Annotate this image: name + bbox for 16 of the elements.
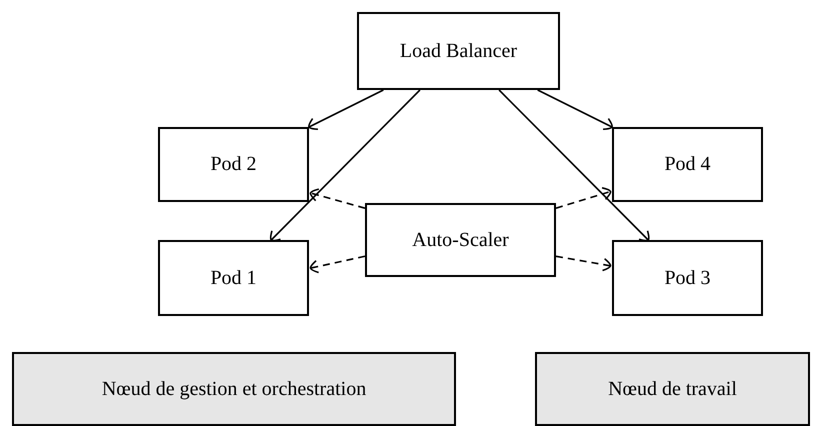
node-label: Pod 3 — [664, 266, 711, 290]
process-box — [357, 12, 560, 90]
node-label: Auto-Scaler — [412, 228, 509, 252]
legend-box — [535, 352, 810, 426]
process-box — [158, 240, 309, 316]
node-label: Nœud de travail — [608, 378, 737, 400]
process-box — [612, 240, 763, 316]
process-box — [365, 203, 556, 277]
node-label: Pod 2 — [210, 153, 257, 176]
process-box — [158, 127, 309, 202]
process-box — [612, 127, 763, 202]
node-label: Pod 1 — [210, 266, 257, 290]
node-label: Load Balancer — [400, 40, 518, 62]
legend-box — [12, 352, 456, 426]
node-label: Pod 4 — [664, 153, 711, 176]
node-label: Nœud de gestion et orchestration — [102, 378, 366, 400]
